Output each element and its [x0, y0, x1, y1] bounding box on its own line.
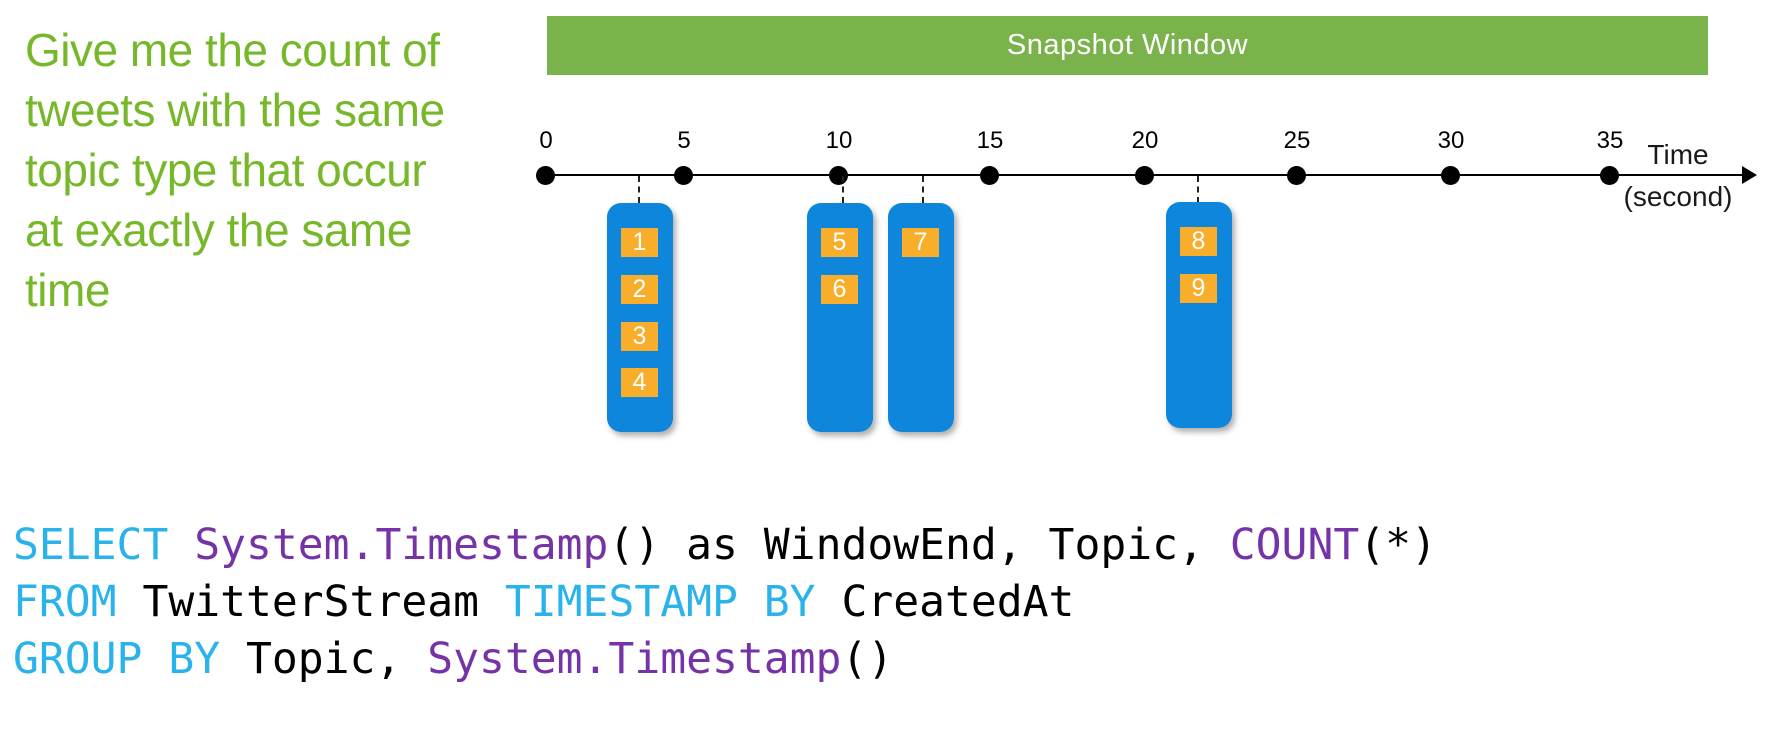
sql-code-line-2: FROM TwitterStream TIMESTAMP BY CreatedA…	[13, 574, 1437, 631]
event-group-1: 1 2 3 4	[607, 203, 673, 432]
sql-token: as WindowEnd, Topic,	[660, 520, 1230, 570]
event-badge: 7	[902, 228, 939, 257]
group-2-connector-line	[842, 176, 844, 203]
timeline-dot-20	[1135, 166, 1154, 185]
snapshot-window-banner: Snapshot Window	[547, 16, 1708, 75]
timeline-dot-5	[674, 166, 693, 185]
sql-token: Topic,	[220, 634, 428, 684]
event-badge: 8	[1180, 227, 1217, 256]
query-description-line: at exactly the same	[25, 204, 412, 256]
group-3-connector-line	[922, 176, 924, 203]
event-group-3: 7	[888, 203, 954, 432]
event-badge: 4	[621, 368, 658, 397]
sql-token: ()	[608, 520, 661, 570]
timeline-dot-25	[1287, 166, 1306, 185]
sql-token: System.Timestamp	[194, 520, 609, 570]
sql-token	[168, 520, 194, 570]
sql-code-line-1: SELECT System.Timestamp() as WindowEnd, …	[13, 517, 1437, 574]
sql-token: System.Timestamp	[427, 634, 842, 684]
query-description-line: topic type that occur	[25, 144, 427, 196]
timeline-dot-30	[1441, 166, 1460, 185]
snapshot-window-banner-label: Snapshot Window	[1006, 29, 1249, 61]
timeline-dot-15	[980, 166, 999, 185]
query-description-line: time	[25, 264, 110, 316]
timeline-dot-0	[536, 166, 555, 185]
tick-label-30: 30	[1437, 127, 1465, 154]
timeline-dot-35	[1600, 166, 1619, 185]
event-group-4: 8 9	[1166, 202, 1232, 428]
query-description-line: Give me the count of	[25, 24, 440, 76]
event-badge: 2	[621, 275, 658, 304]
tick-label-5: 5	[677, 127, 691, 154]
sql-token: GROUP BY	[13, 634, 221, 684]
tick-label-20: 20	[1131, 127, 1159, 154]
tick-label-25: 25	[1283, 127, 1311, 154]
sql-code-line-3: GROUP BY Topic, System.Timestamp()	[13, 631, 1437, 688]
timeline-arrow-icon	[1742, 166, 1757, 184]
group-1-connector-line	[638, 176, 640, 203]
event-badge: 1	[621, 228, 658, 257]
tick-label-35: 35	[1596, 127, 1624, 154]
sql-token: SELECT	[13, 520, 169, 570]
sql-token: ()	[841, 634, 894, 684]
event-badge: 6	[821, 275, 858, 304]
query-description: Give me the count of tweets with the sam…	[25, 20, 495, 320]
sql-token: COUNT	[1229, 520, 1360, 570]
tick-label-0: 0	[539, 127, 553, 154]
event-group-2: 5 6	[807, 203, 873, 432]
axis-unit-label-second: (second)	[1623, 181, 1733, 212]
axis-unit-label-time: Time	[1647, 139, 1709, 170]
sql-token: TwitterStream	[116, 577, 505, 627]
event-badge: 5	[821, 228, 858, 257]
sql-token: FROM	[13, 577, 117, 627]
sql-token: (*)	[1359, 520, 1437, 570]
sql-code-block: SELECT System.Timestamp() as WindowEnd, …	[13, 517, 1437, 688]
tick-label-10: 10	[825, 127, 853, 154]
sql-token: CreatedAt	[815, 577, 1075, 627]
event-badge: 9	[1180, 274, 1217, 303]
tick-label-15: 15	[976, 127, 1004, 154]
query-description-line: tweets with the same	[25, 84, 445, 136]
event-badge: 3	[621, 322, 658, 351]
group-4-connector-line	[1197, 176, 1199, 203]
sql-token: TIMESTAMP BY	[504, 577, 816, 627]
timeline-dot-10	[829, 166, 848, 185]
